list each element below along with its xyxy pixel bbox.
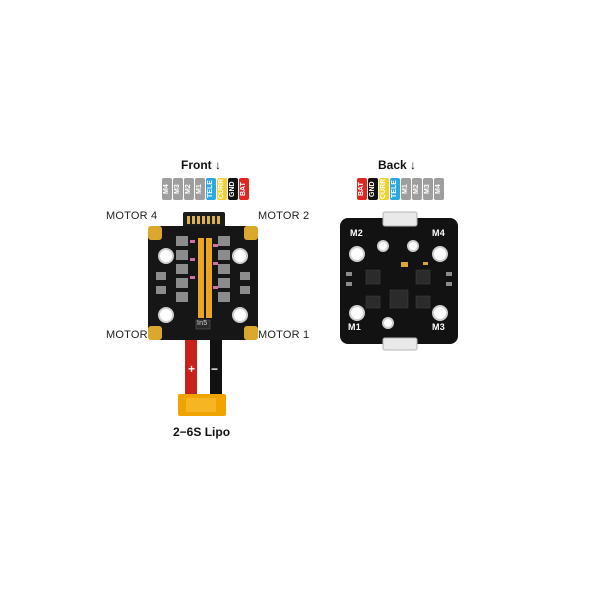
front-motor-2-label: MOTOR 2 — [258, 210, 310, 222]
front-board-marking: In5 — [197, 320, 208, 327]
back-m4-label: M4 — [432, 228, 445, 238]
front-motor-4-label: MOTOR 4 — [106, 210, 158, 222]
front-hole-br — [232, 307, 248, 323]
back-board — [340, 211, 458, 351]
plus-terminal-label: + — [188, 362, 196, 376]
back-hole-bl — [349, 305, 365, 321]
front-hole-tr — [232, 248, 248, 264]
back-title: Back ↓ — [378, 158, 417, 172]
back-pcb — [340, 218, 458, 344]
minus-terminal-label: − — [211, 362, 219, 376]
front-battery-cables — [178, 340, 226, 416]
front-motor-3-label: MOTOR 3 — [106, 329, 158, 341]
back-m3-label: M3 — [432, 322, 445, 332]
battery-label: 2−6S Lipo — [173, 425, 231, 439]
back-m2-label: M2 — [350, 228, 363, 238]
back-hole-tl — [349, 246, 365, 262]
back-m1-label: M1 — [348, 322, 361, 332]
front-title: Front ↓ — [181, 158, 221, 172]
front-hole-tl — [158, 248, 174, 264]
front-board — [148, 212, 258, 340]
back-hole-br — [432, 305, 448, 321]
back-hole-tr — [432, 246, 448, 262]
front-hole-bl — [158, 307, 174, 323]
front-motor-1-label: MOTOR 1 — [258, 329, 310, 341]
